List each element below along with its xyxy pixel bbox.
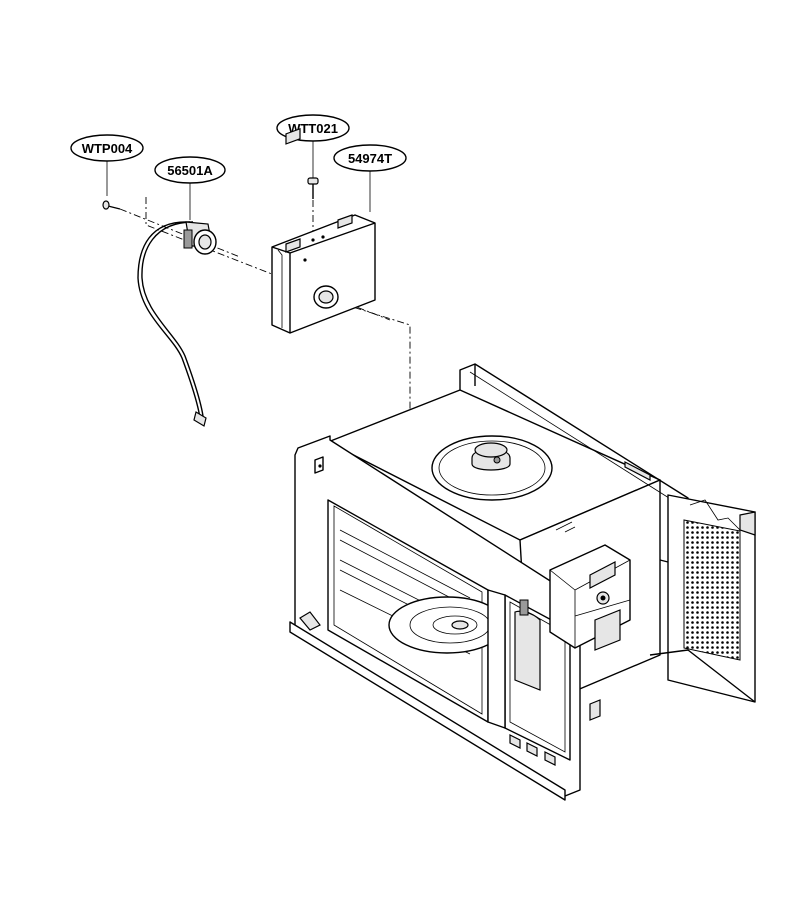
callout-54974t[interactable]: 54974T xyxy=(333,144,407,212)
callout-label-wtp004: WTP004 xyxy=(82,141,133,156)
microwave-chassis xyxy=(289,363,756,801)
lamp-socket-assembly xyxy=(137,221,217,427)
screw-wtp004 xyxy=(102,200,121,210)
callout-label-54974t: 54974T xyxy=(348,151,392,166)
callout-wtt021[interactable]: WTT021 xyxy=(276,114,350,178)
callout-56501a[interactable]: 56501A xyxy=(154,156,226,220)
lamp-bracket xyxy=(271,127,376,334)
callout-wtp004[interactable]: WTP004 xyxy=(70,134,144,196)
callout-label-56501a: 56501A xyxy=(167,163,213,178)
screw-wtt021 xyxy=(307,177,319,199)
